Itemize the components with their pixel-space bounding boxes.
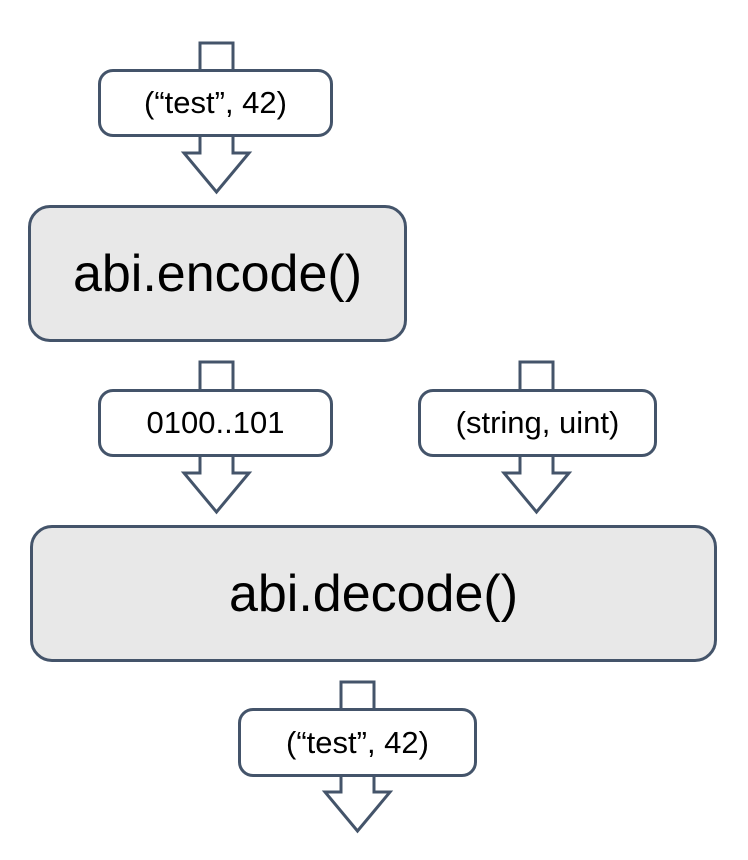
node-encoded-bytes: 0100..101 xyxy=(98,389,333,457)
node-abi-encode-label: abi.encode() xyxy=(72,244,363,303)
node-abi-decode-label: abi.decode() xyxy=(228,564,519,623)
node-abi-decode: abi.decode() xyxy=(30,525,717,662)
node-type-tuple-label: (string, uint) xyxy=(455,405,620,440)
node-type-tuple: (string, uint) xyxy=(418,389,657,457)
node-input-tuple: (“test”, 42) xyxy=(98,69,333,137)
node-input-tuple-label: (“test”, 42) xyxy=(144,85,287,120)
node-output-tuple-label: (“test”, 42) xyxy=(286,724,429,760)
node-encoded-bytes-label: 0100..101 xyxy=(146,405,285,440)
node-abi-encode: abi.encode() xyxy=(28,205,407,342)
node-output-tuple: (“test”, 42) xyxy=(238,708,477,777)
